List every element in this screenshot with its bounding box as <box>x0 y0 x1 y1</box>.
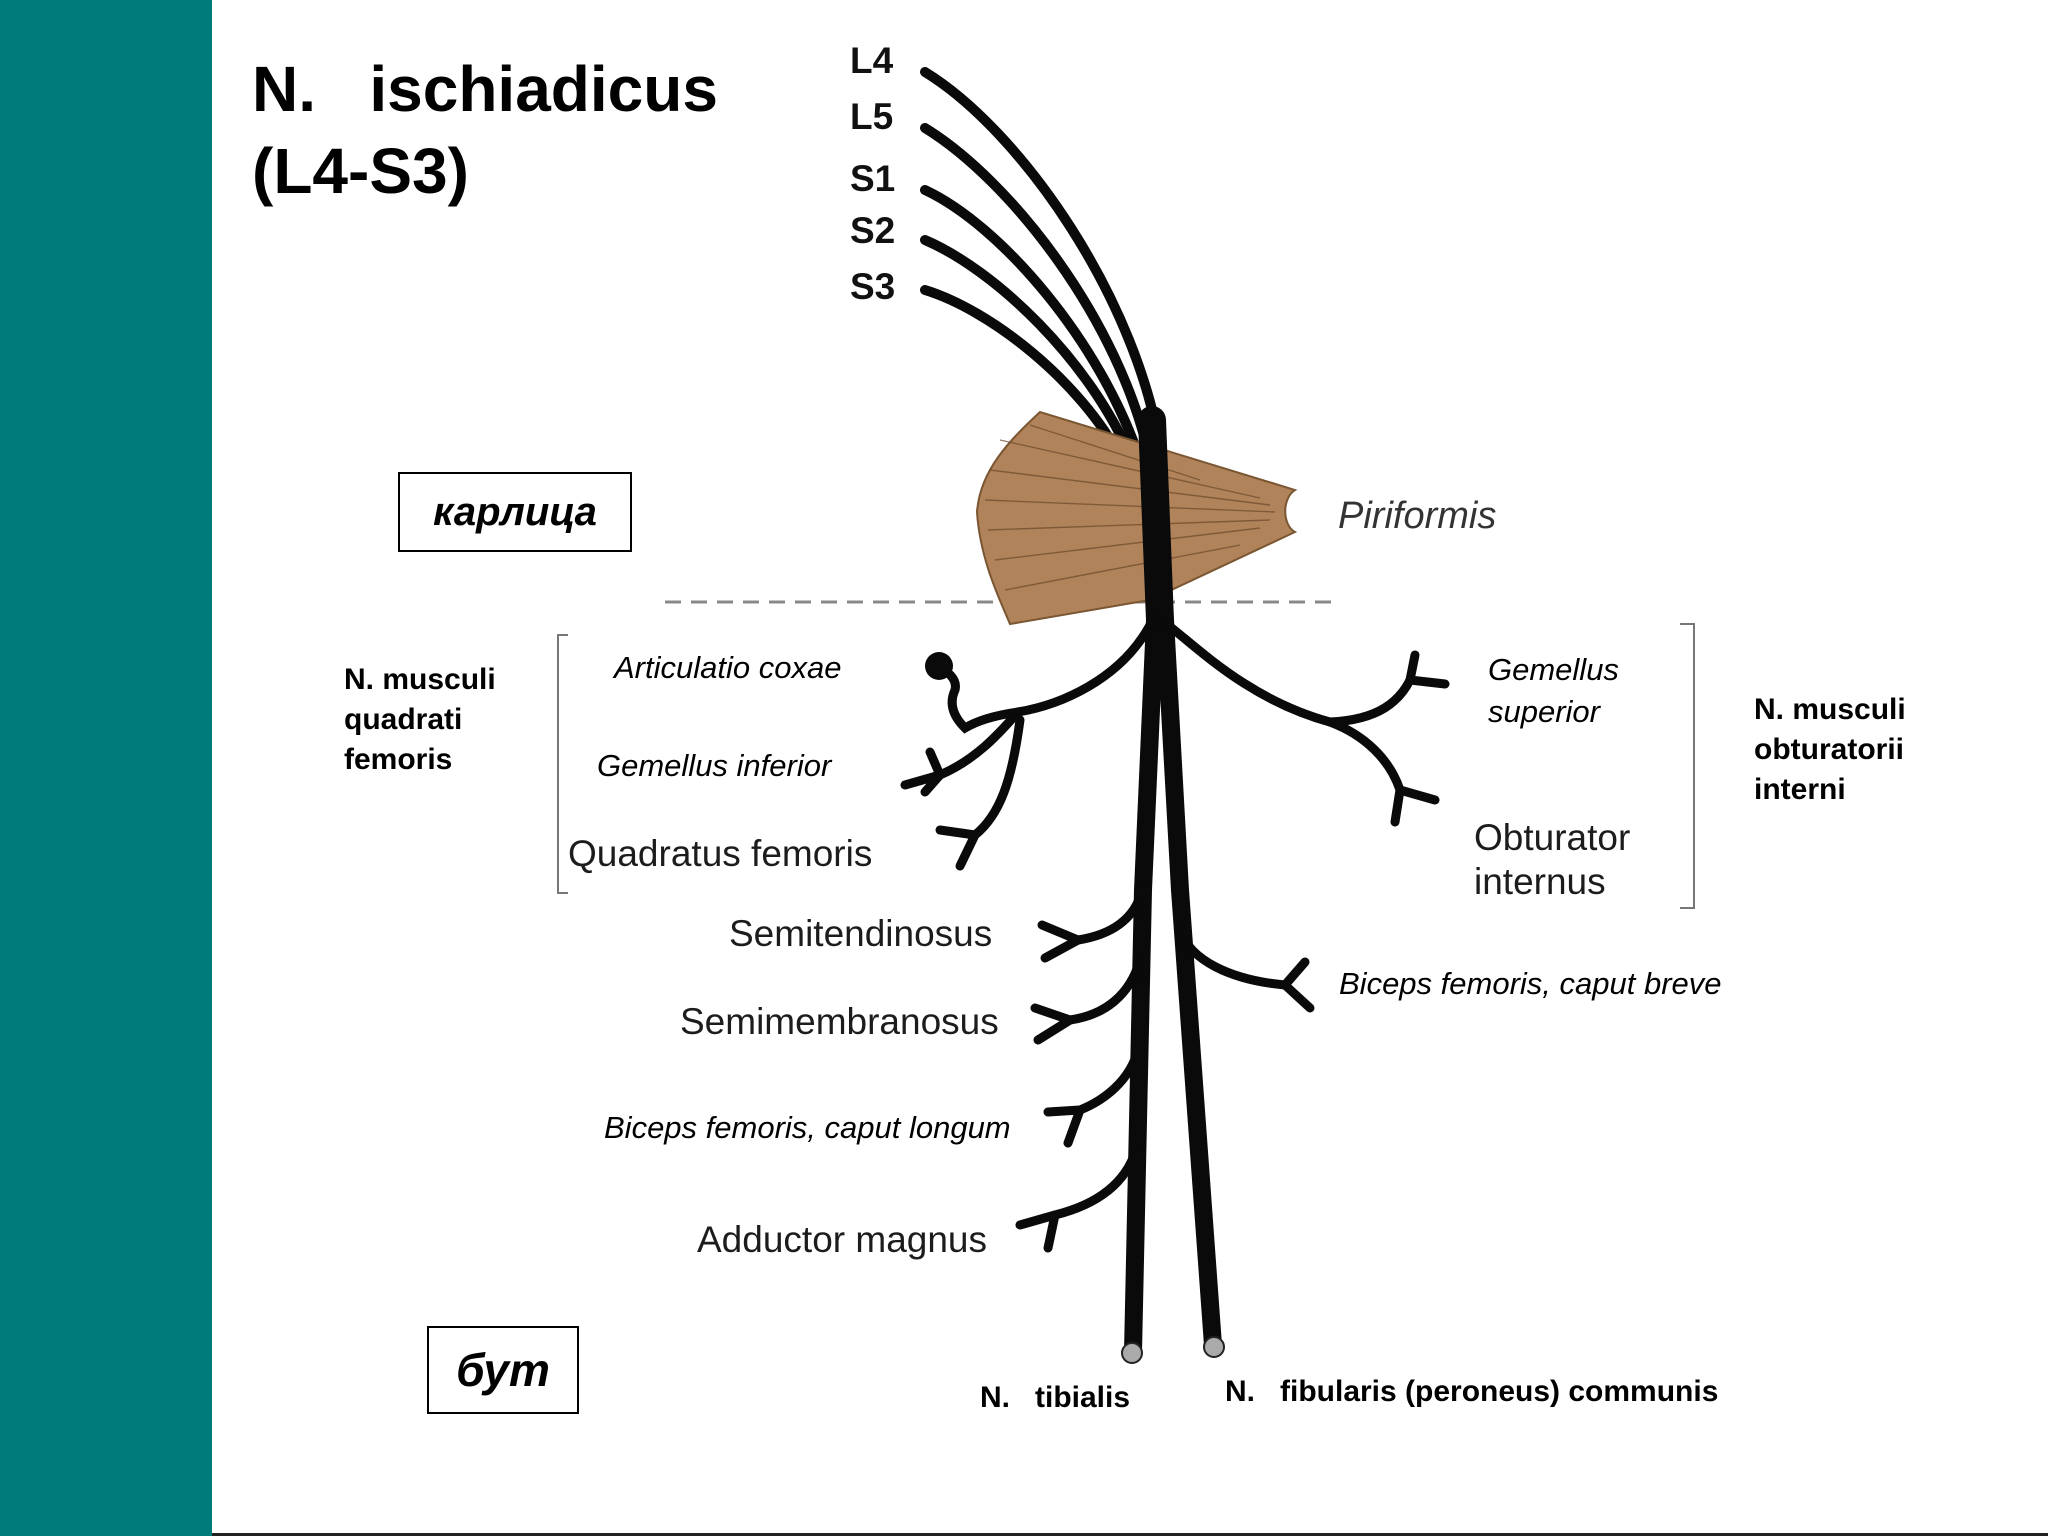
right-bracket <box>1680 623 1695 909</box>
quadrati-nerve <box>1013 620 1155 717</box>
label-adductor-magnus: Adductor magnus <box>697 1219 988 1260</box>
root-label-s3: S3 <box>850 266 896 307</box>
title-line-1: N. ischiadicus <box>252 53 718 125</box>
nerve-label-quadrati-2: quadrati <box>344 703 463 736</box>
root-label-s1: S1 <box>850 158 896 199</box>
right-upper-branches <box>1163 620 1450 827</box>
label-biceps-breve: Biceps femoris, caput breve <box>1339 966 1722 1001</box>
sidebar-band <box>0 0 212 1536</box>
fibular-division <box>1156 611 1222 1354</box>
nerve-label-obturatorii-1: N. musculi <box>1754 693 1906 726</box>
root-label-l4: L4 <box>850 40 894 81</box>
nerve-label-fibularis: N. fibularis (peroneus) communis <box>1225 1375 1719 1408</box>
bottom-rule <box>212 1533 2048 1536</box>
nerve-label-tibialis: N. tibialis <box>980 1381 1131 1414</box>
muscle-label-piriformis: Piriformis <box>1338 495 1497 537</box>
piriformis-muscle <box>975 410 1298 626</box>
left-lower-branches <box>1015 885 1147 1253</box>
nerve-label-obturatorii-2: obturatorii <box>1754 733 1904 766</box>
root-s1-nerve <box>920 185 1145 465</box>
left-bracket <box>557 634 568 894</box>
right-lower-branches <box>1175 925 1315 1013</box>
sciatic-trunk <box>1138 406 1174 634</box>
root-l4-nerve <box>920 67 1167 465</box>
label-quadratus-femoris: Quadratus femoris <box>568 833 873 874</box>
nerve-label-quadrati-3: femoris <box>344 743 453 776</box>
root-s3-nerve <box>920 285 1127 465</box>
tibial-division <box>1124 611 1164 1361</box>
label-semimembranosus: Semimembranosus <box>680 1001 999 1042</box>
label-obturator-internus-2: internus <box>1474 861 1606 902</box>
title-line-2: (L4-S3) <box>252 135 469 207</box>
root-label-s2: S2 <box>850 210 896 251</box>
root-label-l5: L5 <box>850 96 894 137</box>
label-gemellus-superior-2: superior <box>1488 694 1600 729</box>
page-title: N. ischiadicus (L4-S3) <box>252 48 718 212</box>
label-gemellus-superior-1: Gemellus <box>1488 652 1619 687</box>
region-label-thigh: бут <box>427 1326 579 1414</box>
obturatorii-nerve <box>1163 620 1335 727</box>
nerve-roots <box>920 67 1167 465</box>
hip-joint-ball <box>925 652 953 680</box>
label-biceps-longum: Biceps femoris, caput longum <box>604 1110 1011 1145</box>
nerve-label-quadrati-1: N. musculi <box>344 663 496 696</box>
fibularis-end <box>1203 1336 1225 1358</box>
root-l5-nerve <box>920 123 1155 465</box>
label-semitendinosus: Semitendinosus <box>729 913 993 954</box>
region-label-gluteal: карлица <box>398 472 632 552</box>
label-gemellus-inferior: Gemellus inferior <box>597 748 832 783</box>
root-s2-nerve <box>920 235 1137 465</box>
label-articulatio-coxae: Articulatio coxae <box>614 650 842 685</box>
left-upper-branches <box>900 620 1155 871</box>
label-obturator-internus-1: Obturator <box>1474 817 1631 858</box>
tibialis-end <box>1121 1342 1143 1364</box>
nerve-label-obturatorii-3: interni <box>1754 773 1846 806</box>
